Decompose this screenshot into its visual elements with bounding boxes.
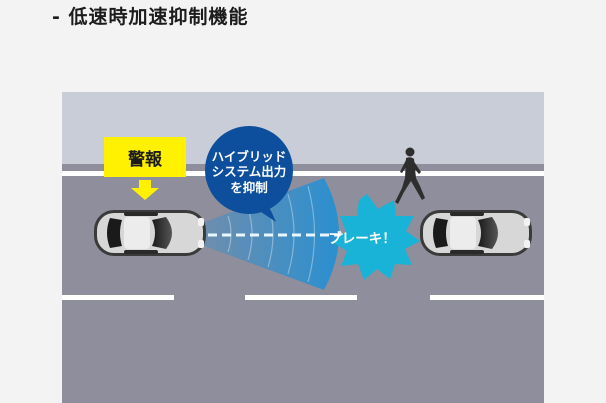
car-top-view-icon (94, 210, 206, 256)
diagram-scene: 警報 ハイブリッド システム出力 を抑制 ブレーキ！ (62, 92, 544, 403)
brake-burst (332, 194, 420, 280)
suppress-line-2: システム出力 (211, 164, 287, 180)
down-arrow-icon (131, 180, 159, 200)
walking-person-icon (395, 147, 425, 204)
suppress-output-label: ハイブリッド システム出力 を抑制 (200, 127, 298, 217)
suppress-line-3: を抑制 (230, 179, 268, 195)
road-edge-line (62, 171, 544, 176)
suppress-line-1: ハイブリッド (211, 148, 287, 164)
suppress-bubble (205, 126, 293, 222)
lane-dashes (62, 295, 544, 300)
road-illustration (62, 92, 544, 403)
warning-label: 警報 (128, 149, 162, 170)
stopped-car-icon (420, 210, 532, 256)
warning-box (104, 137, 186, 177)
brake-label: ブレーキ！ (328, 231, 396, 247)
page-title: - 低速時加速抑制機能 (52, 6, 249, 28)
